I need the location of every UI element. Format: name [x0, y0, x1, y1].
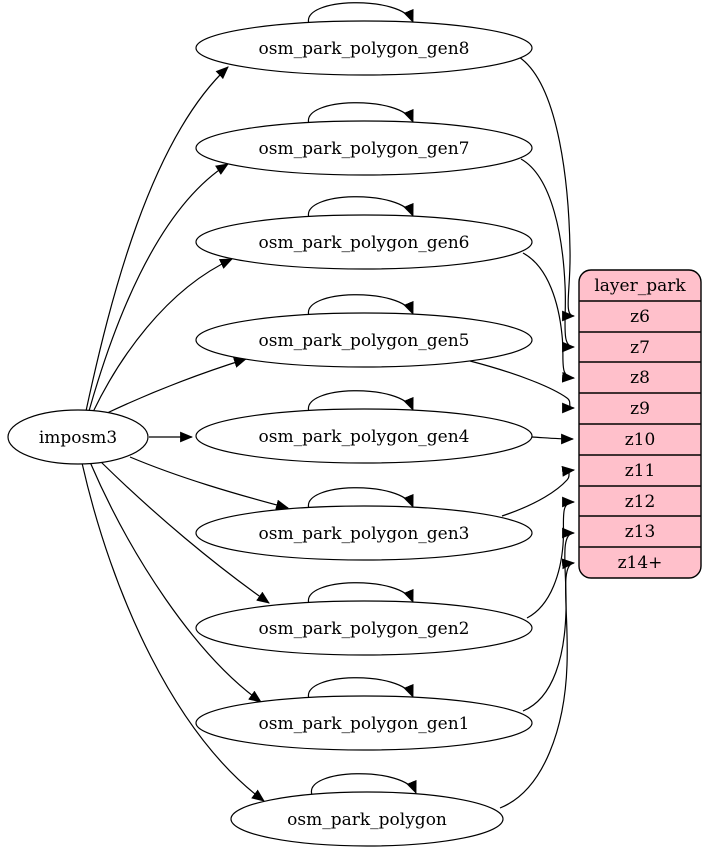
- polygon-label: osm_park_polygon: [287, 810, 447, 830]
- edge-imposm3-to-polygon: [81, 462, 265, 802]
- self-loop-gen5: [308, 294, 414, 317]
- edge-gen5-to-z9: [469, 360, 576, 414]
- edge-gen3-to-z11: [501, 465, 576, 517]
- self-loops: [308, 2, 417, 796]
- row-z11: z11: [625, 461, 656, 481]
- self-loop-gen1: [308, 677, 414, 700]
- layer-park-header: layer_park: [594, 276, 686, 296]
- self-loop-gen7: [308, 102, 414, 125]
- self-loop-gen2: [308, 582, 414, 605]
- gen6-label: osm_park_polygon_gen6: [259, 233, 470, 253]
- edge-imposm3-to-gen7: [88, 163, 229, 412]
- node-osm-park-polygon-gen3: osm_park_polygon_gen3: [195, 505, 533, 561]
- edges-to-layer-rows: [469, 56, 576, 809]
- edge-gen2-to-z12: [526, 496, 576, 619]
- self-loop-gen4: [308, 390, 414, 413]
- imposm3-ellipse: [7, 409, 149, 465]
- row-z9: z9: [630, 399, 650, 419]
- node-osm-park-polygon-gen6: osm_park_polygon_gen6: [195, 214, 533, 270]
- gen5-label: osm_park_polygon_gen5: [259, 331, 470, 351]
- node-osm-park-polygon-gen8: osm_park_polygon_gen8: [195, 20, 533, 76]
- gen1-ellipse: [195, 695, 533, 751]
- layer-park-row-separators: [579, 300, 701, 548]
- edge-imposm3-to-gen1: [89, 461, 262, 703]
- edge-gen7-to-z7: [520, 158, 576, 353]
- gen8-label: osm_park_polygon_gen8: [259, 39, 470, 59]
- gen4-ellipse: [195, 408, 533, 464]
- self-loop-polygon: [311, 773, 417, 796]
- edge-imposm3-to-gen5: [104, 357, 248, 415]
- edge-imposm3-to-gen2: [99, 460, 270, 604]
- node-osm-park-polygon-gen4: osm_park_polygon_gen4: [195, 408, 533, 464]
- node-layer-park: layer_park z6 z7 z8 z9 z10 z11 z12 z13 z…: [578, 269, 702, 579]
- row-z8: z8: [630, 368, 650, 388]
- row-z14plus: z14+: [618, 553, 663, 573]
- edge-imposm3-to-gen8: [85, 66, 229, 412]
- gen2-label: osm_park_polygon_gen2: [259, 619, 470, 639]
- gen6-ellipse: [195, 214, 533, 270]
- gen8-ellipse: [195, 20, 533, 76]
- node-osm-park-polygon: osm_park_polygon: [230, 791, 504, 847]
- row-z6: z6: [630, 307, 650, 327]
- node-imposm3: imposm3: [7, 409, 149, 465]
- edge-imposm3-to-gen6: [92, 258, 233, 413]
- edge-polygon-to-z14plus: [499, 558, 576, 809]
- gen4-label: osm_park_polygon_gen4: [259, 427, 470, 447]
- edge-imposm3-to-gen3: [129, 456, 290, 511]
- gen2-ellipse: [195, 600, 533, 656]
- gen7-label: osm_park_polygon_gen7: [259, 139, 470, 159]
- gen7-ellipse: [195, 120, 533, 176]
- node-osm-park-polygon-gen1: osm_park_polygon_gen1: [195, 695, 533, 751]
- row-z13: z13: [625, 522, 656, 542]
- imposm3-label: imposm3: [39, 428, 117, 448]
- edge-gen6-to-z8: [522, 252, 576, 383]
- self-loop-gen8: [308, 2, 414, 25]
- edge-gen8-to-z6: [518, 56, 576, 322]
- gen3-ellipse: [195, 505, 533, 561]
- self-loop-gen6: [308, 196, 414, 219]
- gen3-label: osm_park_polygon_gen3: [259, 524, 470, 544]
- self-loop-gen3: [308, 487, 414, 510]
- node-osm-park-polygon-gen5: osm_park_polygon_gen5: [195, 312, 533, 368]
- row-z7: z7: [630, 338, 650, 358]
- edges-imposm3: [81, 66, 290, 802]
- gen5-ellipse: [195, 312, 533, 368]
- node-osm-park-polygon-gen2: osm_park_polygon_gen2: [195, 600, 533, 656]
- row-z10: z10: [625, 430, 656, 450]
- edge-gen4-to-z10: [531, 433, 575, 445]
- gen1-label: osm_park_polygon_gen1: [259, 714, 470, 734]
- node-osm-park-polygon-gen7: osm_park_polygon_gen7: [195, 120, 533, 176]
- row-z12: z12: [625, 492, 656, 512]
- polygon-ellipse: [230, 791, 504, 847]
